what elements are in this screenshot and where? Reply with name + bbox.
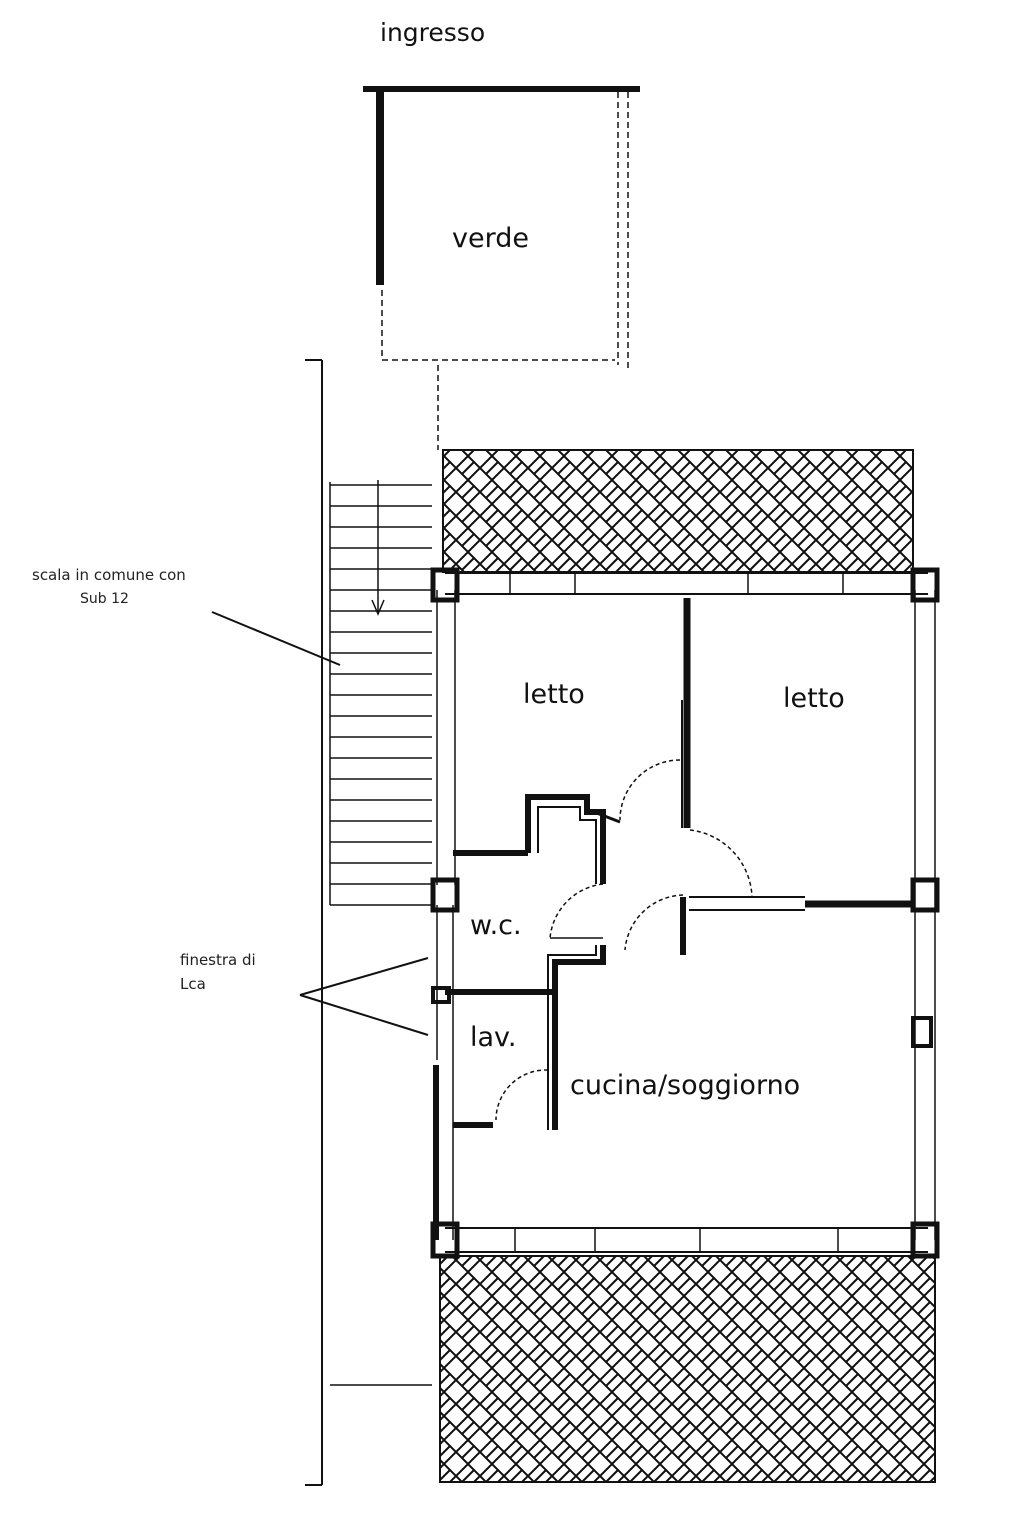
stair-note-line1: scala in comune con (32, 566, 186, 584)
door-swings (495, 759, 753, 1121)
wc-label: w.c. (470, 910, 522, 941)
terrace-bottom (439, 1255, 936, 1483)
entrance-label: ingresso (380, 18, 486, 47)
stair-note-line2: Sub 12 (80, 591, 129, 607)
window-note-leaders (299, 957, 429, 1036)
window-note-line2: Lca (180, 975, 206, 993)
bedroom-right-label: letto (783, 683, 845, 714)
shared-stair (211, 359, 432, 1486)
garden-area (363, 86, 640, 450)
interior-walls (445, 598, 913, 1130)
kitchen-living-label: cucina/soggiorno (570, 1070, 801, 1101)
green-area-label: verde (452, 223, 529, 254)
bedroom-left-label: letto (523, 679, 585, 710)
window-note-line1: finestra di (180, 951, 256, 969)
apartment-walls (430, 567, 940, 1259)
terrace-top (442, 449, 914, 573)
laundry-label: lav. (470, 1022, 517, 1053)
